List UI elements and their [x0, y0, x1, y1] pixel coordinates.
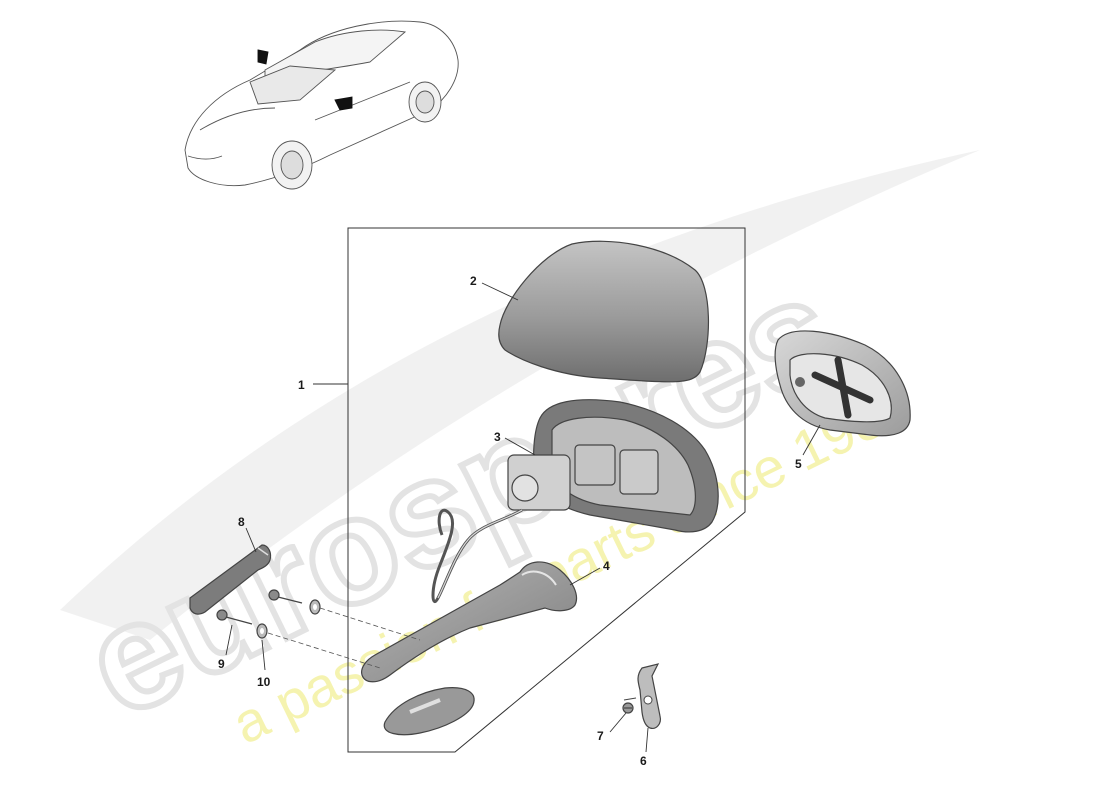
glass-backplate-clip: [795, 377, 805, 387]
car-hood-line: [199, 107, 276, 131]
leader-9: [225, 624, 233, 656]
part-mirror-glass: [774, 330, 911, 437]
housing-actuator: [619, 449, 659, 495]
leader-2: [481, 282, 519, 301]
callout-8: 8: [238, 515, 245, 529]
mounting-gasket: [383, 687, 475, 736]
watermark-swoosh: [60, 150, 980, 640]
callout-5: 5: [795, 457, 802, 471]
callout-7: 7: [597, 729, 604, 743]
leader-7: [609, 712, 627, 733]
callout-10: 10: [257, 675, 271, 689]
car-front-wheel-hub: [280, 150, 304, 180]
car-rear-wheel-hub: [415, 90, 435, 114]
part-trim-cover: [189, 544, 272, 615]
callout-2: 2: [470, 274, 477, 288]
watermark: eurospares a passion for parts since 198…: [57, 150, 980, 756]
part-mirror-arm: [361, 561, 578, 683]
callout-3: 3: [494, 430, 501, 444]
callout-4: 4: [603, 559, 610, 573]
leader-5: [802, 424, 821, 456]
car-grille: [187, 155, 223, 160]
callout-1: 1: [298, 378, 305, 392]
alignment-line-upper: [319, 607, 421, 641]
leader-8: [245, 527, 257, 553]
leader-lines: [225, 282, 821, 753]
part-mirror-cap: [498, 240, 710, 383]
leader-6: [645, 727, 649, 753]
housing-motor-dial: [511, 474, 539, 502]
assembly-frame: [347, 227, 746, 753]
car-body: [184, 20, 459, 187]
part-screw: [622, 702, 634, 714]
alignment-line-lower: [267, 632, 381, 669]
housing-bracket: [574, 444, 616, 486]
car-windscreen: [249, 65, 337, 105]
part-washers: [256, 599, 321, 639]
callout-9: 9: [218, 657, 225, 671]
car-left-mirror-highlight: [257, 49, 269, 65]
part-clip-bracket: [623, 663, 661, 729]
wiring-harness-inner: [437, 509, 523, 599]
leader-4: [569, 567, 601, 586]
part-bolts: [216, 589, 303, 625]
callouts: 1 2 3 4 5 6 7 8 9 10: [218, 274, 802, 768]
callout-6: 6: [640, 754, 647, 768]
car-side-line: [314, 81, 411, 121]
car-thumbnail: [184, 20, 459, 190]
leader-10: [261, 639, 266, 671]
part-mirror-housing: [507, 399, 719, 533]
car-right-mirror-highlight: [334, 96, 353, 111]
glass-backplate-cross: [811, 356, 874, 419]
leader-3: [504, 437, 536, 456]
